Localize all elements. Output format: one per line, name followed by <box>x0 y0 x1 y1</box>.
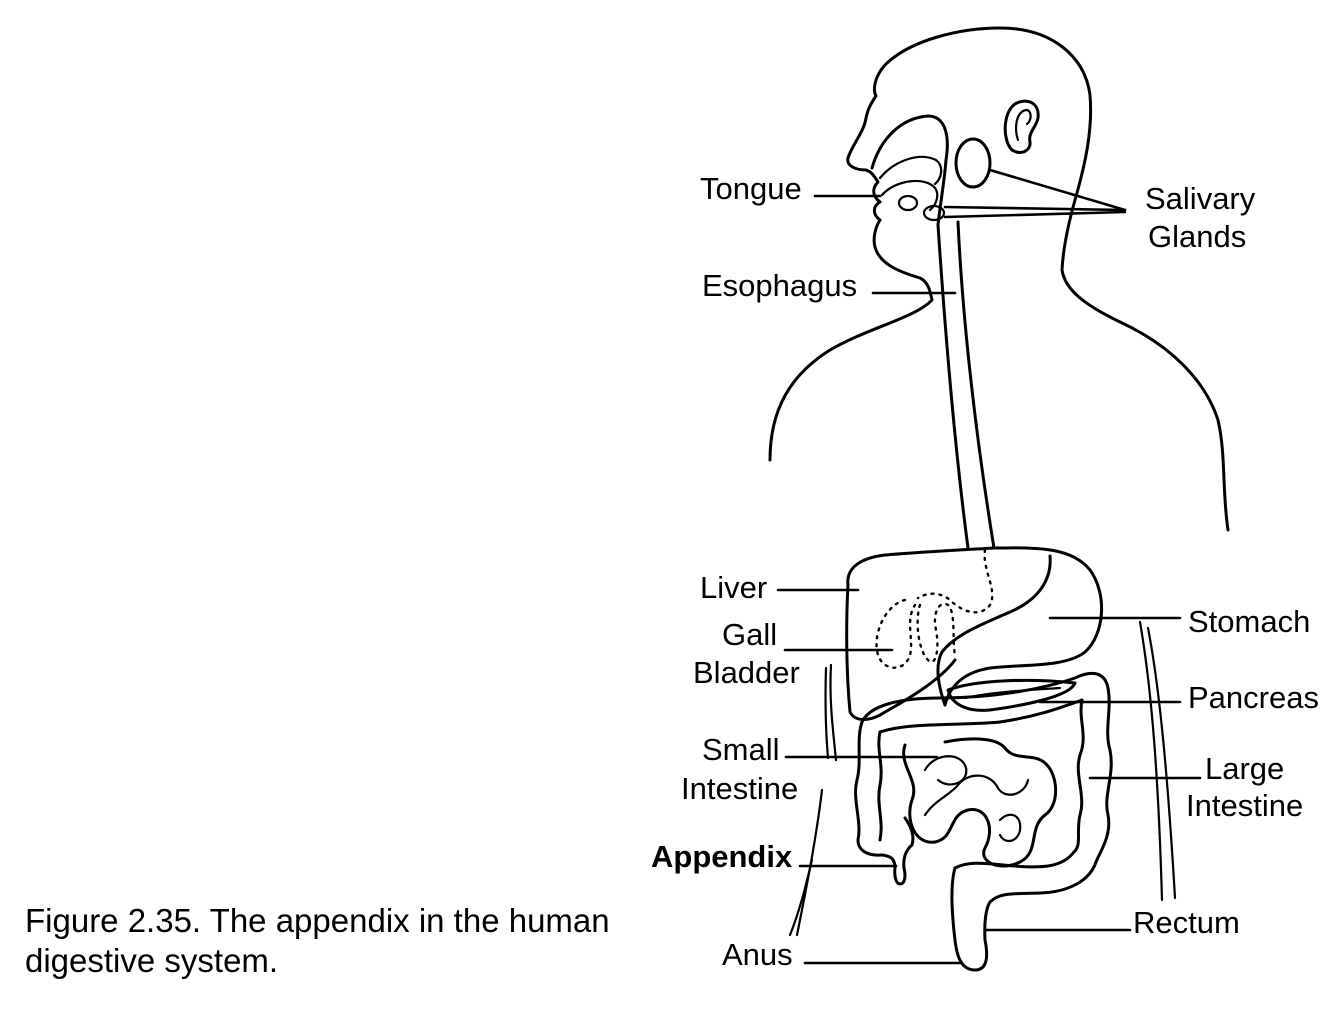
ascending-colon-inner <box>877 730 883 842</box>
body-left-side-lower-1 <box>795 788 824 937</box>
nasal-cavity-and-pharynx <box>870 114 949 227</box>
pancreas-outline <box>946 678 1077 712</box>
anatomy-drawing <box>768 26 1230 972</box>
bile-ducts <box>916 602 957 664</box>
leader-salivary-submandibular <box>943 210 1127 219</box>
ear-inner-curl <box>1015 108 1032 142</box>
small-intestine-coil-3 <box>998 813 1022 843</box>
small-intestine-coil-2 <box>923 774 1030 817</box>
organ-labels: Tongue Salivary Glands Esophagus Liver G… <box>651 171 1319 972</box>
ascending-colon-outer <box>854 720 884 857</box>
rectum-outline <box>950 866 992 972</box>
palate <box>878 155 943 186</box>
sigmoid-colon-outer <box>988 860 1098 904</box>
liver-top-edge <box>846 546 996 587</box>
small-intestine-outer-loop <box>902 737 1058 868</box>
label-anus: Anus <box>722 937 793 972</box>
small-intestine-coil-1 <box>923 755 968 786</box>
label-appendix: Appendix <box>651 839 793 874</box>
label-pancreas: Pancreas <box>1188 680 1319 715</box>
gall-bladder-outline <box>875 598 917 669</box>
parotid-salivary-gland <box>954 137 992 189</box>
esophagus-left-wall <box>936 223 970 550</box>
body-left-side-upper-2 <box>824 666 830 760</box>
transverse-colon-lower <box>878 698 1084 734</box>
label-rectum: Rectum <box>1133 905 1240 940</box>
ear-outline <box>1003 99 1040 154</box>
label-small-intestine-line-1: Small <box>702 732 780 767</box>
label-tongue: Tongue <box>700 171 802 206</box>
stomach-outer-curve <box>943 546 1103 707</box>
stomach-hidden-edge <box>916 548 994 614</box>
sublingual-gland <box>897 194 919 212</box>
label-liver: Liver <box>700 570 767 605</box>
transverse-colon-upper <box>860 671 1110 724</box>
tongue-shape <box>880 179 939 212</box>
stomach-inner-curve <box>936 554 1052 707</box>
label-small-intestine-line-2: Intestine <box>681 771 798 806</box>
descending-colon-inner <box>1072 698 1085 854</box>
esophagus-right-wall <box>956 220 996 550</box>
head-and-shoulders-outline <box>768 26 1230 532</box>
body-left-side-lower-2 <box>788 858 814 937</box>
caption-line-1: Figure 2.35. The appendix in the human <box>25 902 610 939</box>
leader-salivary-parotid <box>988 168 1127 212</box>
cecum-and-appendix <box>880 816 915 886</box>
sigmoid-colon-inner <box>953 850 1076 870</box>
label-stomach: Stomach <box>1188 604 1310 639</box>
label-esophagus: Esophagus <box>702 268 857 303</box>
label-gall-bladder-line-2: Bladder <box>693 655 800 690</box>
leader-lines <box>776 168 1202 965</box>
descending-colon-outer <box>1094 686 1113 864</box>
body-left-side-upper-1 <box>829 663 838 762</box>
liver-lower-edge <box>845 583 957 721</box>
leader-salivary-sublingual <box>943 205 1127 212</box>
caption-line-2: digestive system. <box>25 942 278 979</box>
body-right-side-1 <box>1138 620 1164 902</box>
label-large-intestine-line-2: Intestine <box>1186 788 1303 823</box>
label-salivary-line-1: Salivary <box>1145 181 1256 216</box>
label-large-intestine-line-1: Large <box>1205 751 1284 786</box>
body-right-side-2 <box>1146 626 1177 900</box>
label-gall-bladder-line-1: Gall <box>722 617 777 652</box>
label-salivary-line-2: Glands <box>1148 219 1246 254</box>
submandibular-gland <box>922 204 946 222</box>
figure-caption: Figure 2.35. The appendix in the human d… <box>25 902 610 979</box>
